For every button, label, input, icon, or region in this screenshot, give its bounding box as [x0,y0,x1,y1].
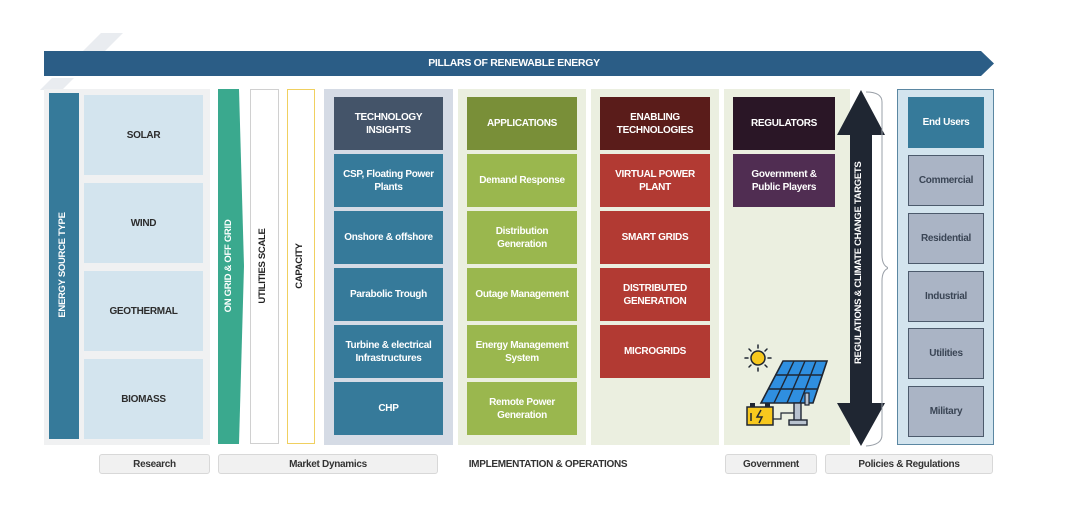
source-tile-biomass: BIOMASS [84,359,203,439]
research-label: Research [99,454,210,474]
application-item: Remote Power Generation [467,382,577,435]
technology-item: Onshore & offshore [334,211,443,264]
end-user-item: Commercial [908,155,984,206]
decorative-stripe [83,33,123,51]
end-user-item: Utilities [908,328,984,379]
technology-item: CSP, Floating Power Plants [334,154,443,207]
regulators-header: REGULATORS [733,97,835,150]
enabling-item: MICROGRIDS [600,325,710,378]
enabling-item: VIRTUAL POWER PLANT [600,154,710,207]
end-user-item: Military [908,386,984,437]
banner-arrow-shape [44,51,994,76]
sun-icon [744,344,772,372]
grid-arrow-shape [218,89,244,444]
utilities-scale-label: UTILITIES SCALE [257,228,268,304]
solar-panel-battery-icon [743,343,833,433]
energy-source-type-label: ENERGY SOURCE TYPE [57,212,68,318]
policies-regulations-label: Policies & Regulations [825,454,993,474]
grid-type-arrow: ON GRID & OFF GRID [218,89,244,444]
technology-item: Parabolic Trough [334,268,443,321]
source-tile-wind: WIND [84,183,203,263]
application-item: Energy Management System [467,325,577,378]
banner-title: PILLARS OF RENEWABLE ENERGY [428,56,600,69]
technology-item: CHP [334,382,443,435]
enabling-item: DISTRIBUTED GENERATION [600,268,710,321]
technology-item: Turbine & electrical Infrastructures [334,325,443,378]
enabling-item: SMART GRIDS [600,211,710,264]
battery-icon [746,403,794,426]
capacity-box: CAPACITY [287,89,315,444]
applications-header: APPLICATIONS [467,97,577,150]
application-item: Outage Management [467,268,577,321]
regulations-climate-label: REGULATIONS & CLIMATE CHANGE TARGETS [853,161,864,364]
implementation-operations-label: IMPLEMENTATION & OPERATIONS [468,458,628,470]
pillars-banner: PILLARS OF RENEWABLE ENERGY [44,51,994,76]
grid-type-label: ON GRID & OFF GRID [223,219,234,313]
solar-panel-icon [759,360,829,426]
capacity-label: CAPACITY [294,243,305,289]
application-item: Demand Response [467,154,577,207]
technology-header: TECHNOLOGY INSIGHTS [334,97,443,150]
regulations-climate-arrow: REGULATIONS & CLIMATE CHANGE TARGETS [836,90,891,448]
end-user-item: Residential [908,213,984,264]
government-label: Government [725,454,817,474]
energy-source-type-bar: ENERGY SOURCE TYPE [49,93,79,439]
source-tile-solar: SOLAR [84,95,203,175]
regulator-item: Government & Public Players [733,154,835,207]
end-users-header: End Users [908,97,984,148]
application-item: Distribution Generation [467,211,577,264]
end-users-panel [897,89,994,445]
utilities-scale-box: UTILITIES SCALE [250,89,279,444]
enabling-header: ENABLING TECHNOLOGIES [600,97,710,150]
source-tile-geothermal: GEOTHERMAL [84,271,203,351]
market-dynamics-label: Market Dynamics [218,454,438,474]
end-user-item: Industrial [908,271,984,322]
